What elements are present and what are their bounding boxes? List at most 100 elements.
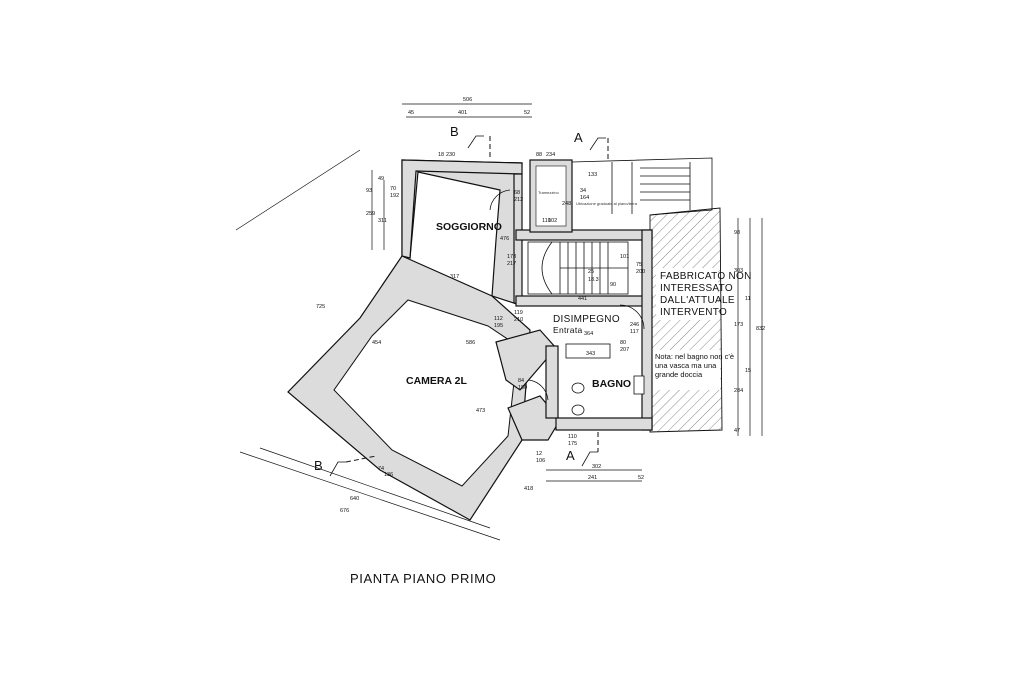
- stair-treads: [541, 241, 628, 295]
- dim-343: 343: [586, 351, 595, 357]
- dim-175: 175: [568, 441, 577, 447]
- dim-195: 195: [494, 323, 503, 329]
- dim-207: 207: [620, 347, 629, 353]
- note-line-1: Nota: nel bagno non c'è: [655, 352, 734, 361]
- dim-102: 102: [548, 218, 557, 224]
- dim-317: 317: [450, 274, 459, 280]
- section-marks: B A B A: [314, 124, 609, 477]
- dim-112: 112: [494, 316, 503, 322]
- dim-right-11: 11: [745, 296, 751, 302]
- dim-119: 119: [514, 310, 523, 316]
- dim-left-311: 311: [378, 218, 387, 224]
- bathroom-note: Nota: nel bagno non c'è una vasca ma una…: [655, 352, 734, 379]
- dim-top-18: 18: [438, 152, 444, 158]
- dim-136: 136: [384, 472, 393, 478]
- excluded-line-4: INTERVENTO: [660, 307, 727, 318]
- dim-52b: 52: [638, 475, 644, 481]
- dim-106: 106: [536, 458, 545, 464]
- dim-top-88: 88: [536, 152, 542, 158]
- dim-top-164: 164: [580, 195, 589, 201]
- dim-90: 90: [610, 282, 616, 288]
- bagno-walls: [489, 189, 653, 441]
- dim-454: 454: [372, 340, 381, 346]
- dim-25: 25: [588, 269, 594, 275]
- dim-18-3: 18.3: [588, 277, 599, 283]
- excluded-building: [649, 207, 723, 433]
- camera-walls: [287, 255, 531, 521]
- section-mark-b-top: B: [450, 124, 459, 139]
- excluded-line-2: INTERESSATO: [660, 283, 733, 294]
- dim-84: 84: [518, 378, 524, 384]
- dimension-lines: [235, 103, 763, 541]
- dim-left-259: 259: [366, 211, 375, 217]
- dim-top-230: 230: [446, 152, 455, 158]
- dim-right-98: 98: [734, 230, 740, 236]
- dim-101: 101: [620, 254, 629, 260]
- stair-note: Tramezzino: [538, 190, 560, 195]
- dim-248: 248: [562, 201, 571, 207]
- room-label-entrata: Entrata: [553, 325, 583, 335]
- dim-476: 476: [500, 236, 509, 242]
- dim-364: 364: [584, 331, 593, 337]
- dim-left-192: 192: [390, 193, 399, 199]
- dim-173: 173: [507, 254, 516, 260]
- note-line-2: una vasca ma una: [655, 361, 717, 370]
- note-line-3: grande doccia: [655, 370, 703, 379]
- dim-241: 241: [588, 475, 597, 481]
- dim-left-70: 70: [390, 186, 396, 192]
- dim-302: 302: [592, 464, 601, 470]
- dim-diag-640: 640: [350, 496, 359, 502]
- dim-diag-725: 725: [316, 304, 325, 310]
- excluded-line-3: DALL'ATTUALE: [660, 295, 735, 306]
- dim-right-15: 15: [745, 368, 751, 374]
- dim-top-133: 133: [588, 172, 597, 178]
- dim-right-303: 303: [734, 268, 743, 274]
- dim-12: 12: [536, 451, 542, 457]
- dim-top-34: 34: [580, 188, 586, 194]
- dim-right-832: 832: [756, 326, 765, 332]
- dim-diag-676: 676: [340, 508, 349, 514]
- dim-left-93: 93: [366, 188, 372, 194]
- dim-110b: 110: [568, 434, 577, 440]
- section-mark-b-bottom: B: [314, 458, 323, 473]
- room-label-bagno: BAGNO: [592, 378, 631, 390]
- dim-200: 200: [636, 269, 645, 275]
- dim-left-49: 49: [378, 176, 384, 182]
- dim-246: 246: [630, 322, 639, 328]
- excluded-line-1: FABBRICATO NON: [660, 271, 752, 282]
- dim-117: 117: [630, 329, 639, 335]
- dim-top-234: 234: [546, 152, 555, 158]
- dim-right-284: 284: [734, 388, 743, 394]
- section-mark-a-top: A: [574, 130, 583, 145]
- excluded-area-label: FABBRICATO NON INTERESSATO DALL'ATTUALE …: [660, 271, 752, 318]
- dim-top-52: 52: [524, 110, 530, 116]
- dim-74: 74: [378, 466, 384, 472]
- dim-110: 110: [542, 218, 551, 224]
- plan-title: PIANTA PIANO PRIMO: [350, 571, 496, 586]
- dim-473: 473: [476, 408, 485, 414]
- dim-217: 217: [507, 261, 516, 267]
- dim-441: 441: [578, 296, 587, 302]
- dim-68: 68: [514, 190, 520, 196]
- dim-right-173: 173: [734, 322, 743, 328]
- dim-top-401: 401: [458, 110, 467, 116]
- balcony: [571, 157, 713, 216]
- dimension-labels: 506 401 45 52 18 230 88 234 133 34 164 7…: [316, 97, 765, 514]
- dim-right-47: 47: [734, 428, 740, 434]
- dim-586: 586: [466, 340, 475, 346]
- stair-block: [515, 159, 653, 431]
- dim-212: 212: [514, 197, 523, 203]
- dim-top-506: 506: [463, 97, 472, 103]
- dim-80: 80: [620, 340, 626, 346]
- dim-top-45: 45: [408, 110, 414, 116]
- balcony-note: Ubicazione graduale al piano/terra: [576, 201, 638, 206]
- dim-75: 75: [636, 262, 642, 268]
- room-label-camera: CAMERA 2L: [406, 375, 467, 387]
- dim-180: 180: [518, 385, 527, 391]
- room-label-soggiorno: SOGGIORNO: [436, 221, 502, 233]
- section-mark-a-bottom: A: [566, 448, 575, 463]
- room-label-disimpegno: DISIMPEGNO: [553, 314, 620, 325]
- dim-210: 210: [514, 317, 523, 323]
- dim-418: 418: [524, 486, 533, 492]
